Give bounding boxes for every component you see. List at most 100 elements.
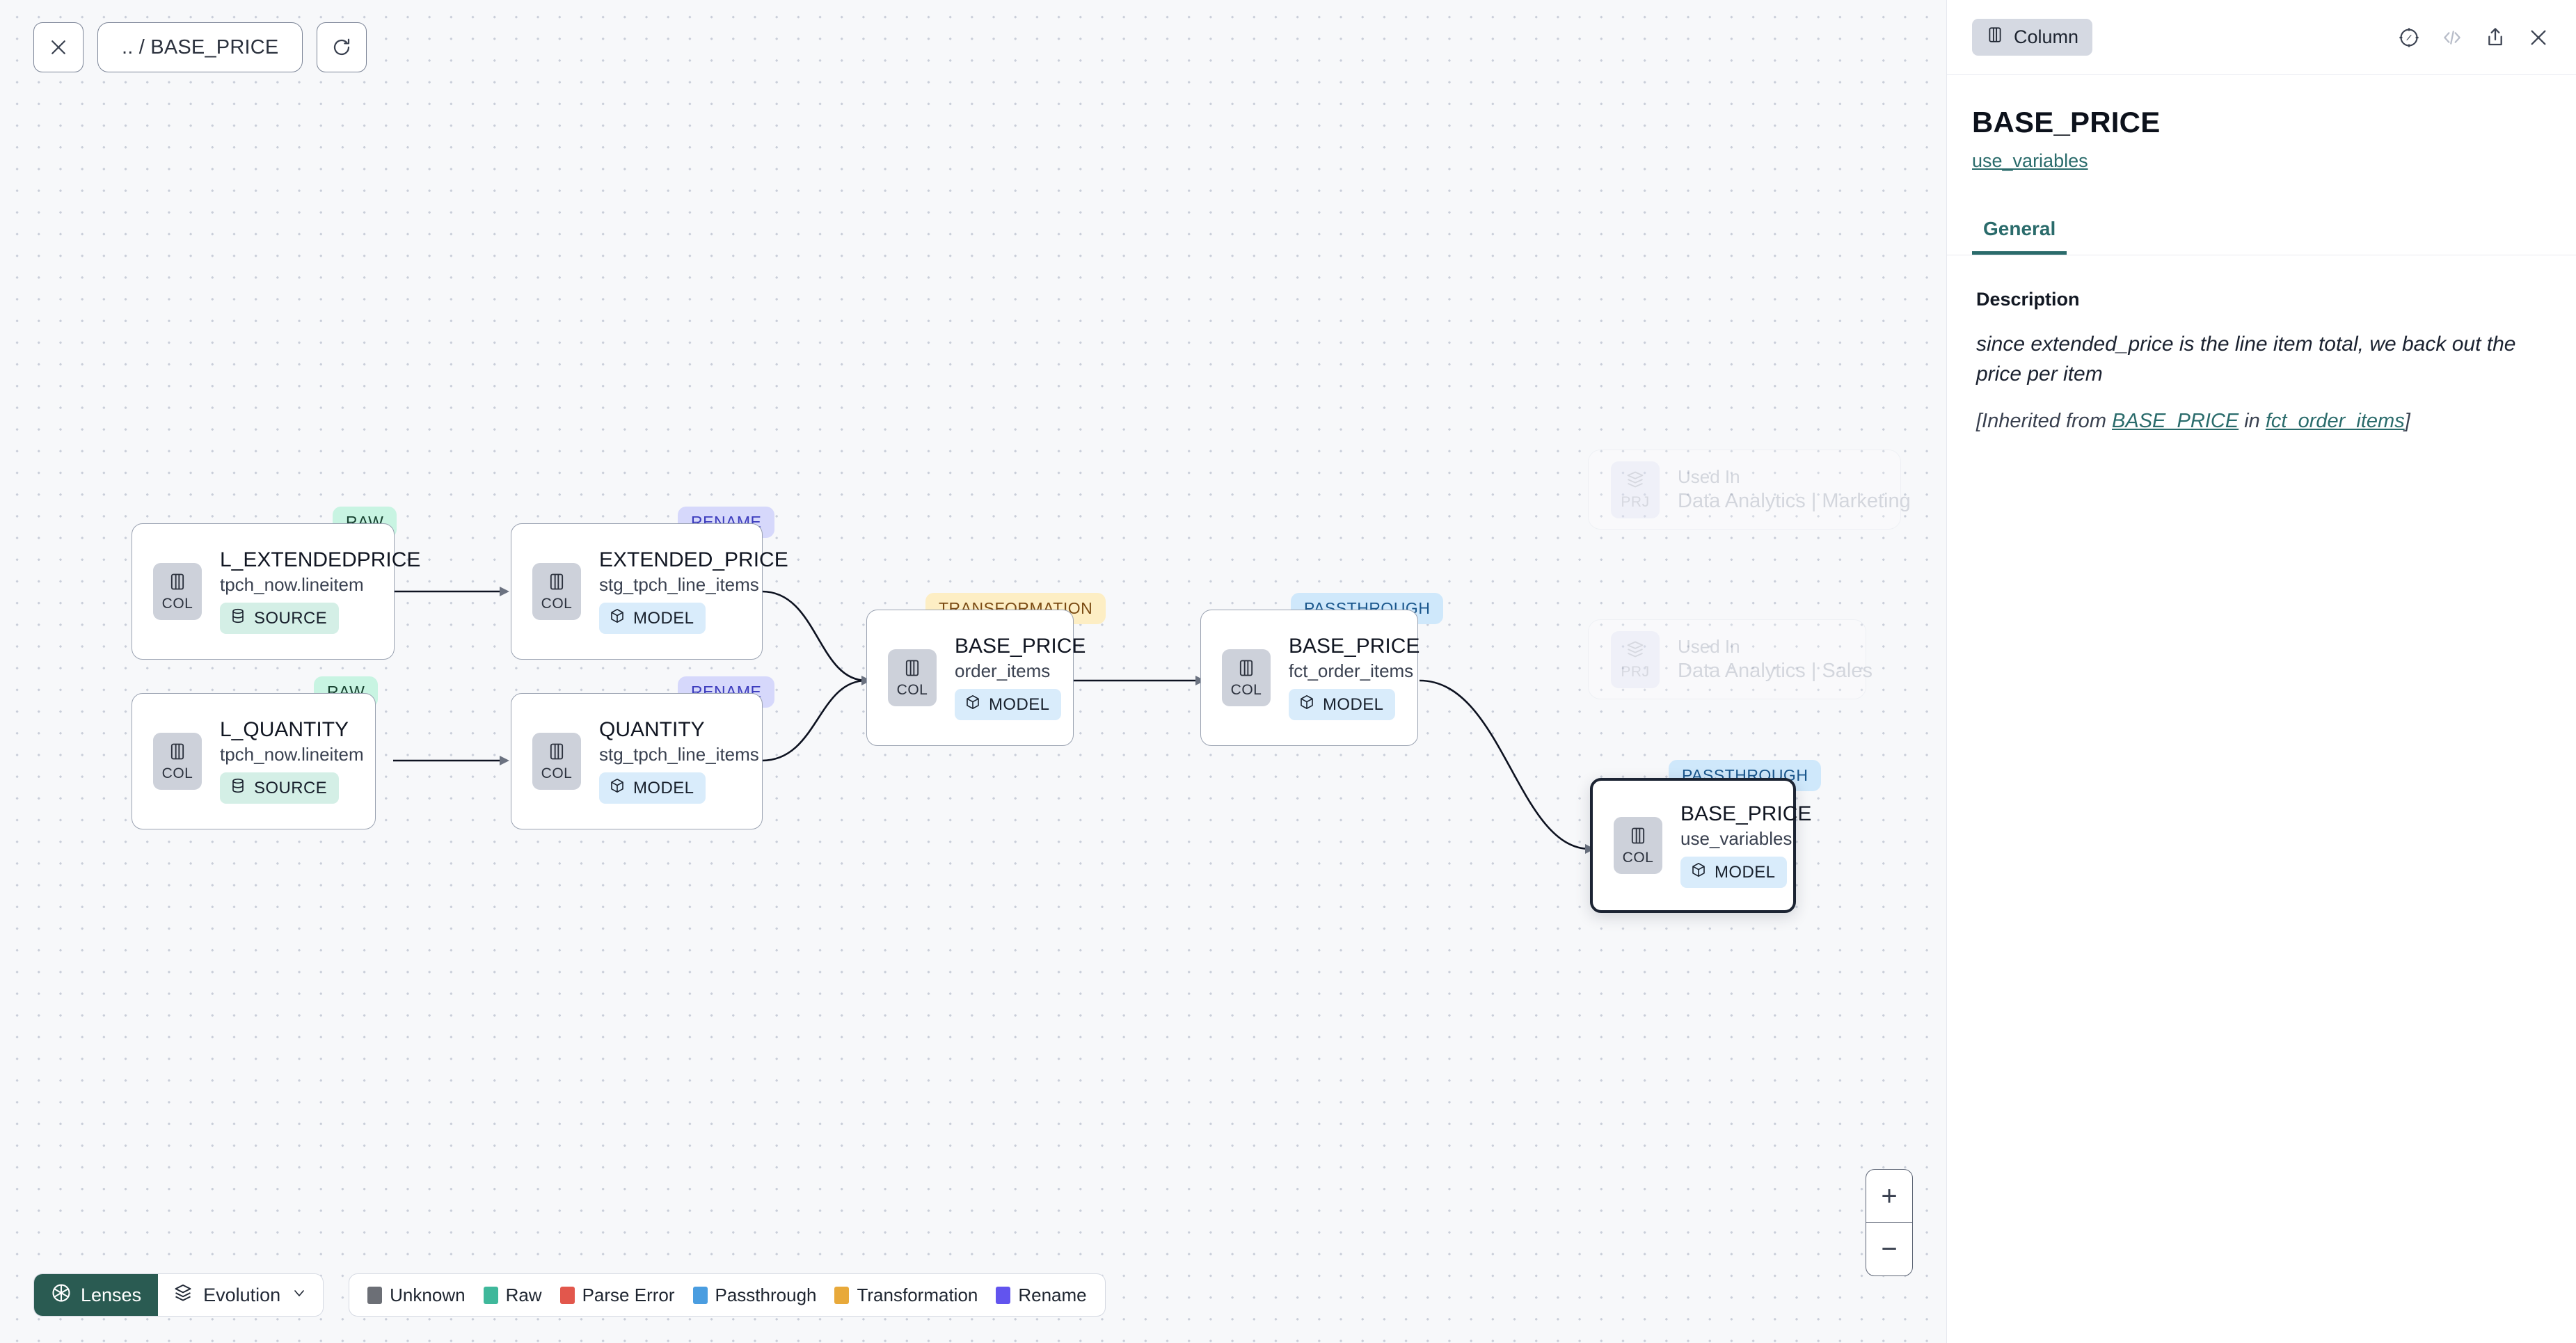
- inherited-column-link[interactable]: BASE_PRICE: [2112, 410, 2239, 433]
- used-in-name: Data Analytics | Marketing: [1678, 490, 1911, 512]
- legend-item: Raw: [483, 1284, 542, 1306]
- used-in-body: Used In Data Analytics | Sales: [1678, 637, 1873, 681]
- legend-item: Transformation: [834, 1285, 978, 1306]
- refresh-button[interactable]: [317, 22, 367, 72]
- col-chip: COL: [1222, 649, 1271, 706]
- node-body: EXTENDED_PRICE stg_tpch_line_items MODEL: [599, 549, 788, 635]
- node-kind-label: MODEL: [1715, 862, 1776, 882]
- graph-node[interactable]: COL BASE_PRICE fct_order_items MODEL: [1200, 610, 1420, 746]
- zoom-in-button[interactable]: +: [1866, 1170, 1912, 1223]
- lenses-label: Lenses: [81, 1284, 142, 1305]
- column-icon: [547, 572, 566, 595]
- legend-label: Rename: [1018, 1284, 1087, 1305]
- graph-node-selected[interactable]: COL BASE_PRICE use_variables MODEL: [1590, 778, 1811, 913]
- used-in-body: Used In Data Analytics | Marketing: [1678, 468, 1911, 511]
- panel-header-actions: [2398, 26, 2550, 49]
- graph-node[interactable]: COL BASE_PRICE order_items MODEL: [866, 610, 1086, 746]
- node-kind-badge: SOURCE: [220, 603, 340, 635]
- node-body: BASE_PRICE order_items MODEL: [955, 635, 1086, 721]
- node-title: L_QUANTITY: [220, 717, 349, 741]
- col-chip-label: COL: [161, 765, 193, 781]
- node-subtitle: tpch_now.lineitem: [220, 744, 364, 765]
- node-body: L_EXTENDEDPRICE tpch_now.lineitem SOURCE: [220, 549, 420, 635]
- legend-label: Raw: [505, 1284, 542, 1305]
- prj-chip: PRJ: [1611, 461, 1660, 518]
- cube-icon: [1298, 694, 1315, 715]
- legend-swatch: [367, 1286, 383, 1304]
- panel-source-link[interactable]: use_variables: [1972, 150, 2088, 171]
- canvas-bottom-bar: Lenses Evolution Unknown Raw Parse Error…: [33, 1273, 1106, 1317]
- col-chip: COL: [153, 563, 202, 620]
- col-chip: COL: [532, 733, 581, 790]
- inherited-suffix: ]: [2404, 410, 2410, 433]
- inherited-model-link[interactable]: fct_order_items: [2265, 410, 2405, 433]
- entity-type-label: Column: [2014, 26, 2079, 47]
- node-subtitle: fct_order_items: [1289, 660, 1414, 682]
- node-body: L_QUANTITY tpch_now.lineitem SOURCE: [220, 719, 364, 804]
- col-chip-label: COL: [541, 765, 573, 781]
- code-icon[interactable]: [2441, 26, 2463, 49]
- layers-icon: [173, 1283, 193, 1308]
- node-kind-label: SOURCE: [254, 608, 328, 628]
- node-title: BASE_PRICE: [1680, 802, 1812, 825]
- project-icon: [1625, 639, 1645, 662]
- node-title: EXTENDED_PRICE: [599, 548, 788, 571]
- node-subtitle: stg_tpch_line_items: [599, 744, 759, 765]
- breadcrumb[interactable]: .. / BASE_PRICE: [97, 22, 303, 72]
- node-title: BASE_PRICE: [955, 634, 1086, 658]
- compass-icon[interactable]: [2398, 26, 2420, 49]
- status-legend: Unknown Raw Parse Error Passthrough Tran…: [349, 1273, 1106, 1317]
- tab-general[interactable]: General: [1972, 208, 2067, 255]
- legend-item: Rename: [996, 1284, 1087, 1306]
- used-in-card[interactable]: PRJ Used In Data Analytics | Sales: [1588, 619, 1873, 699]
- node-title: BASE_PRICE: [1289, 634, 1420, 658]
- col-chip: COL: [888, 649, 937, 706]
- close-icon: [48, 37, 69, 58]
- database-icon: [230, 777, 246, 799]
- aperture-icon: [51, 1282, 72, 1308]
- panel-header: Column: [1947, 0, 2576, 75]
- node-title: L_EXTENDEDPRICE: [220, 548, 421, 571]
- inherited-note: [Inherited from BASE_PRICE in fct_order_…: [1976, 407, 2548, 436]
- lineage-canvas[interactable]: .. / BASE_PRICE: [0, 0, 1946, 1343]
- node-body: BASE_PRICE use_variables MODEL: [1680, 803, 1811, 889]
- node-kind-badge: MODEL: [955, 689, 1062, 721]
- panel-tabs: General: [1947, 208, 2576, 255]
- graph-node[interactable]: COL L_QUANTITY tpch_now.lineitem SOURCE: [132, 693, 376, 829]
- column-icon: [547, 742, 566, 765]
- lenses-button[interactable]: Lenses: [34, 1274, 159, 1316]
- close-graph-button[interactable]: [33, 22, 84, 72]
- lenses-evolution-group: Lenses Evolution: [33, 1273, 324, 1317]
- canvas-toolbar: .. / BASE_PRICE: [33, 22, 367, 72]
- column-icon: [168, 572, 187, 595]
- evolution-dropdown[interactable]: Evolution: [158, 1274, 324, 1316]
- node-body: BASE_PRICE fct_order_items MODEL: [1289, 635, 1420, 721]
- node-subtitle: stg_tpch_line_items: [599, 574, 759, 596]
- node-subtitle: tpch_now.lineitem: [220, 574, 364, 596]
- legend-item: Unknown: [367, 1285, 466, 1306]
- used-in-card[interactable]: PRJ Used In Data Analytics | Marketing: [1588, 450, 1911, 530]
- panel-title: BASE_PRICE: [1972, 106, 2161, 138]
- refresh-icon: [331, 37, 352, 58]
- column-icon: [1628, 826, 1648, 849]
- prj-chip-label: PRJ: [1621, 664, 1650, 680]
- node-kind-badge: SOURCE: [220, 772, 340, 804]
- col-chip: COL: [1614, 817, 1662, 874]
- graph-node[interactable]: COL QUANTITY stg_tpch_line_items MODEL: [511, 693, 763, 829]
- share-icon[interactable]: [2484, 26, 2506, 49]
- graph-node[interactable]: COL EXTENDED_PRICE stg_tpch_line_items M…: [511, 523, 788, 660]
- legend-swatch: [483, 1286, 498, 1304]
- col-chip-label: COL: [161, 596, 193, 612]
- column-icon: [1237, 658, 1256, 681]
- col-chip: COL: [153, 733, 202, 790]
- column-icon: [1986, 26, 2004, 49]
- col-chip-label: COL: [1230, 682, 1262, 698]
- database-icon: [230, 607, 246, 629]
- node-kind-badge: MODEL: [1289, 689, 1396, 721]
- node-kind-label: MODEL: [1323, 694, 1384, 714]
- zoom-out-button[interactable]: −: [1881, 1234, 1898, 1264]
- legend-item: Passthrough: [692, 1285, 816, 1306]
- graph-node[interactable]: COL L_EXTENDEDPRICE tpch_now.lineitem SO…: [132, 523, 420, 660]
- close-panel-icon[interactable]: [2527, 26, 2550, 49]
